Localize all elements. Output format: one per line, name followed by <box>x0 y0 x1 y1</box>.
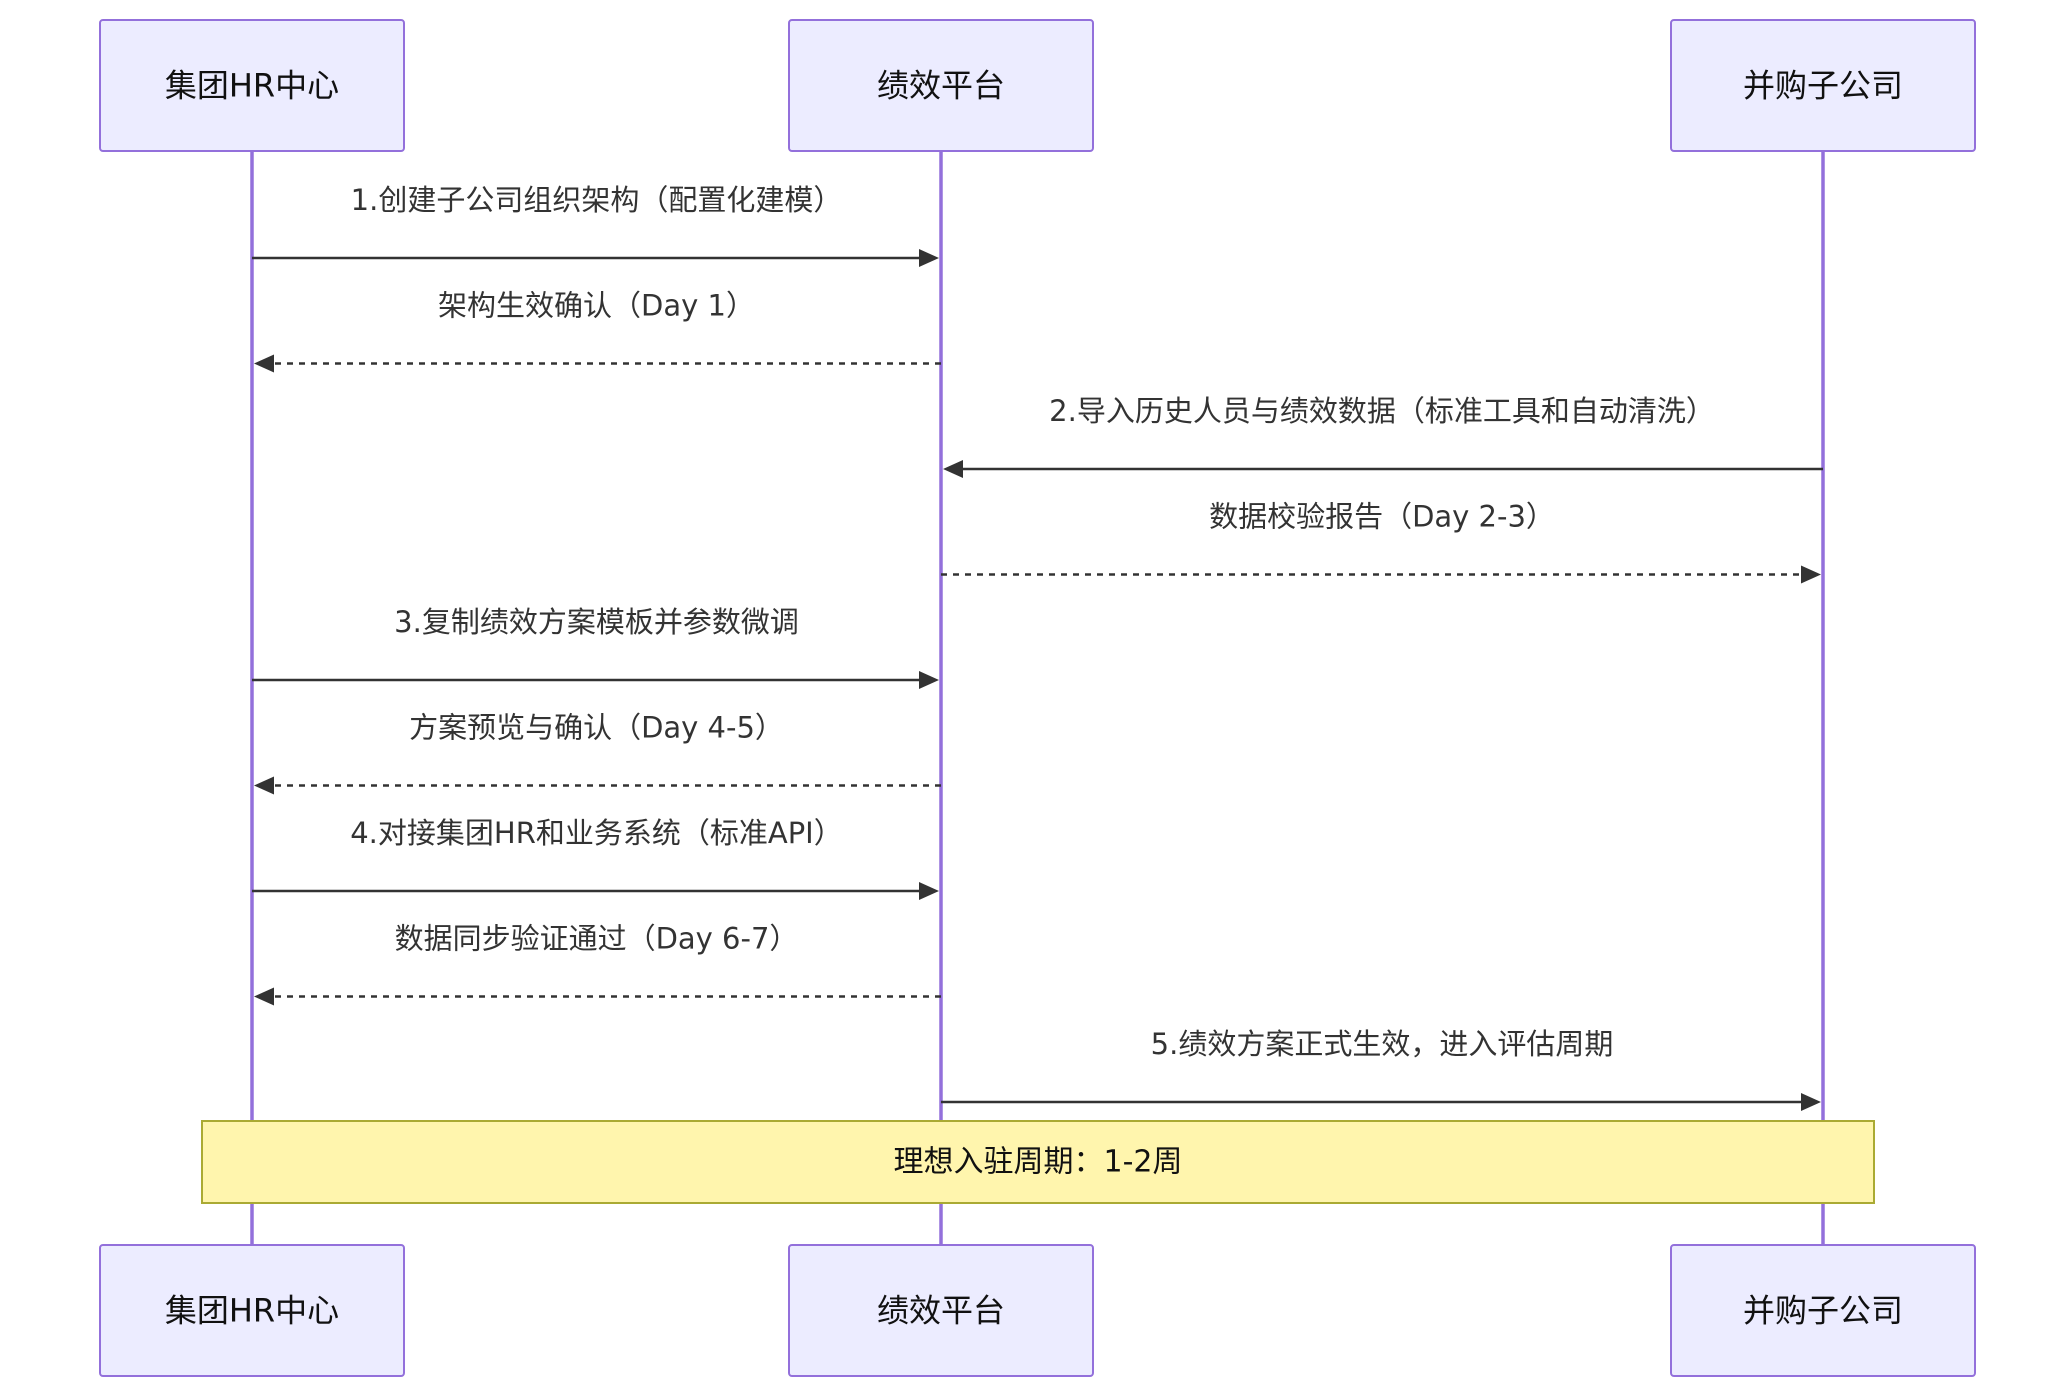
actor-bottom-hr[interactable]: 集团HR中心 <box>99 1244 405 1377</box>
note-box <box>201 1120 1875 1204</box>
actor-box <box>788 19 1094 152</box>
arrow-head-icon <box>943 460 963 478</box>
message-6: 方案预览与确认（Day 4-5） <box>254 711 941 795</box>
message-label: 架构生效确认（Day 1） <box>438 289 755 323</box>
message-8: 数据同步验证通过（Day 6-7） <box>254 922 941 1006</box>
actors-top: 集团HR中心 绩效平台 并购子公司 <box>99 19 1976 152</box>
message-2: 架构生效确认（Day 1） <box>254 289 941 373</box>
message-label: 5.绩效方案正式生效，进入评估周期 <box>1151 1027 1614 1061</box>
message-9: 5.绩效方案正式生效，进入评估周期 <box>941 1027 1821 1111</box>
message-label: 数据同步验证通过（Day 6-7） <box>395 922 799 956</box>
actor-box <box>788 1244 1094 1377</box>
lifelines <box>250 151 1825 1245</box>
arrow-head-icon <box>254 987 274 1006</box>
actors-bottom: 集团HR中心 绩效平台 并购子公司 <box>99 1244 1976 1377</box>
message-label: 2.导入历史人员与绩效数据（标准工具和自动清洗） <box>1049 394 1715 428</box>
arrow-head-icon <box>254 354 274 373</box>
arrow-head-icon <box>919 671 939 689</box>
note-label: 理想入驻周期：1-2周 <box>894 1145 1183 1180</box>
actor-label: 绩效平台 <box>877 67 1005 105</box>
arrow-head-icon <box>919 249 939 267</box>
message-1: 1.创建子公司组织架构（配置化建模） <box>252 183 939 267</box>
actor-top-sub[interactable]: 并购子公司 <box>1670 19 1976 152</box>
message-label: 3.复制绩效方案模板并参数微调 <box>394 605 799 639</box>
actor-label: 绩效平台 <box>877 1292 1005 1330</box>
message-label: 1.创建子公司组织架构（配置化建模） <box>351 183 843 217</box>
message-label: 数据校验报告（Day 2-3） <box>1209 500 1555 534</box>
actor-box <box>1670 1244 1976 1377</box>
actor-label: 集团HR中心 <box>165 1292 339 1330</box>
actor-box <box>99 19 405 152</box>
actor-label: 并购子公司 <box>1743 1292 1903 1330</box>
actor-label: 集团HR中心 <box>165 67 339 105</box>
message-4: 数据校验报告（Day 2-3） <box>941 500 1821 584</box>
actor-bottom-sub[interactable]: 并购子公司 <box>1670 1244 1976 1377</box>
actor-top-hr[interactable]: 集团HR中心 <box>99 19 405 152</box>
message-label: 4.对接集团HR和业务系统（标准API） <box>350 816 843 850</box>
actor-label: 并购子公司 <box>1743 67 1903 105</box>
message-7: 4.对接集团HR和业务系统（标准API） <box>252 816 939 900</box>
arrow-head-icon <box>254 776 274 795</box>
arrow-head-icon <box>919 882 939 900</box>
actor-top-platform[interactable]: 绩效平台 <box>788 19 1094 152</box>
message-5: 3.复制绩效方案模板并参数微调 <box>252 605 939 689</box>
messages: 1.创建子公司组织架构（配置化建模） 架构生效确认（Day 1） 2.导入历史人员与… <box>252 183 1823 1111</box>
arrow-head-icon <box>1801 565 1821 584</box>
note: 理想入驻周期：1-2周 <box>201 1120 1875 1204</box>
message-label: 方案预览与确认（Day 4-5） <box>409 711 784 745</box>
message-3: 2.导入历史人员与绩效数据（标准工具和自动清洗） <box>943 394 1823 478</box>
arrow-head-icon <box>1801 1093 1821 1111</box>
actor-box <box>99 1244 405 1377</box>
actor-bottom-platform[interactable]: 绩效平台 <box>788 1244 1094 1377</box>
actor-box <box>1670 19 1976 152</box>
